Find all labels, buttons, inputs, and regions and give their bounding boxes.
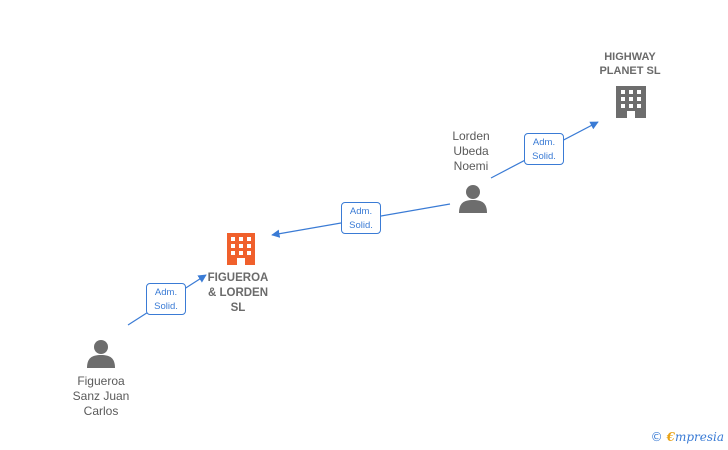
building-icon[interactable]: [615, 85, 647, 119]
relation-label: Solid.: [349, 220, 373, 231]
relation-label: Adm.: [154, 287, 178, 298]
brand-logo-text: mpresia: [674, 430, 724, 444]
person-icon[interactable]: [458, 184, 488, 214]
person-label-figueroa-sanz-juan-carlos[interactable]: Figueroa Sanz Juan Carlos: [72, 374, 130, 418]
relation-label: Adm.: [532, 137, 556, 148]
copyright-icon: ©: [650, 430, 663, 444]
building-icon[interactable]: [226, 232, 256, 266]
relation-label: Solid.: [532, 151, 556, 162]
relation-badge[interactable]: Adm. Solid.: [524, 133, 564, 165]
relation-badge[interactable]: Adm. Solid.: [341, 202, 381, 234]
relation-label: Adm.: [349, 206, 373, 217]
relation-label: Solid.: [154, 301, 178, 312]
brand-logo-e: €: [666, 430, 675, 444]
person-icon[interactable]: [86, 339, 116, 369]
person-label-lorden-ubeda-noemi[interactable]: Lorden Ubeda Noemi: [452, 129, 490, 173]
company-label-highway-planet[interactable]: HIGHWAY PLANET SL: [599, 51, 661, 77]
empresia-watermark: ©€mpresia: [651, 430, 724, 444]
company-label-figueroa-lorden[interactable]: FIGUEROA & LORDEN SL: [207, 272, 269, 314]
relation-badge[interactable]: Adm. Solid.: [146, 283, 186, 315]
